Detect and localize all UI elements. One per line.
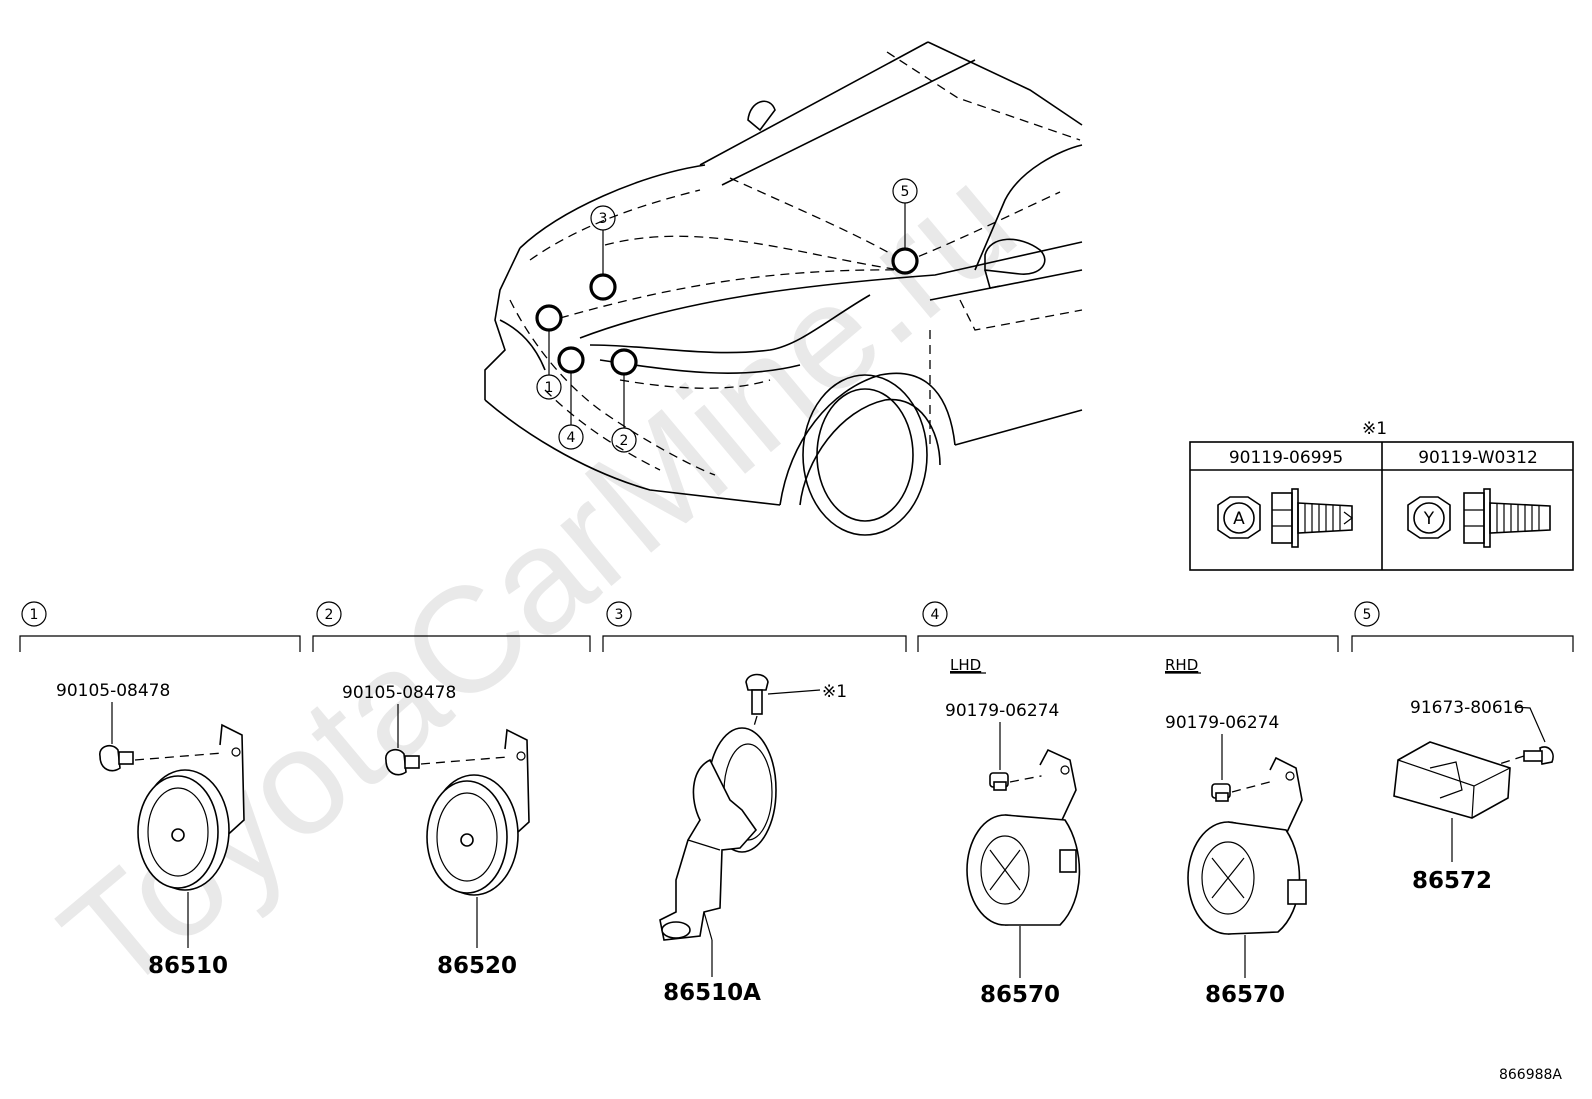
svg-text:5: 5 [1363, 607, 1372, 623]
group-header-4: 4 [917, 601, 1339, 652]
svg-text:5: 5 [901, 184, 910, 200]
callout-3: 3 [590, 205, 616, 231]
marker-1 [535, 304, 563, 332]
lhd-fastener-label: 90179-06274 [945, 701, 1059, 721]
lhd-header: LHD [950, 656, 981, 674]
group-2-horn: 90105-08478 86520 [342, 683, 530, 979]
svg-text:2: 2 [620, 433, 629, 449]
svg-text:1: 1 [30, 607, 39, 623]
svg-text:A: A [1233, 509, 1245, 529]
svg-text:4: 4 [567, 430, 576, 446]
group-header-5: 5 [1351, 601, 1574, 652]
car-outline [484, 41, 1083, 536]
callout-4: 4 [558, 424, 584, 450]
callout-5: 5 [892, 178, 918, 204]
part-number-86520: 86520 [437, 953, 517, 979]
group-1-horn: 90105-08478 86510 [56, 681, 245, 979]
bolt-a-icon: A [1217, 488, 1353, 548]
location-markers: 1 2 3 4 5 [535, 178, 919, 453]
group-header-3: 3 [602, 601, 907, 652]
group-5-fastener-label: 91673-80616 [1410, 698, 1524, 718]
callout-1: 1 [536, 374, 562, 400]
callout-2: 2 [611, 427, 637, 453]
table-note-mark: ※1 [1362, 419, 1387, 439]
nut-icon [989, 772, 1009, 791]
part-number-86510a: 86510A [663, 980, 761, 1006]
diagram-id: 866988A [1499, 1067, 1562, 1083]
svg-text:1: 1 [545, 380, 554, 396]
group-header-2: 2 [312, 601, 591, 652]
marker-2 [610, 348, 638, 376]
group-4-lhd: LHD 90179-06274 86570 [945, 656, 1081, 1008]
svg-text:4: 4 [931, 607, 940, 623]
bolt-y-icon: Y [1407, 488, 1551, 548]
group-header-1: 1 [19, 601, 301, 652]
fastener-table: ※1 90119-06995 90119-W0312 A Y [1189, 419, 1574, 571]
group-3-horn: ※1 86510A [659, 673, 847, 1006]
flange-bolt-icon [99, 744, 134, 772]
group-5-module: 91673-80616 86572 [1393, 698, 1554, 894]
svg-text:3: 3 [599, 211, 608, 227]
group-1-fastener-label: 90105-08478 [56, 681, 170, 701]
group-4-rhd: RHD 90179-06274 86570 [1165, 656, 1307, 1008]
part-number-86572: 86572 [1412, 868, 1492, 894]
group-2-fastener-label: 90105-08478 [342, 683, 456, 703]
rhd-fastener-label: 90179-06274 [1165, 713, 1279, 733]
control-module-icon [1393, 741, 1511, 819]
svg-text:3: 3 [615, 607, 624, 623]
marker-4 [557, 346, 585, 374]
table-part-no-2: 90119-W0312 [1418, 448, 1538, 468]
svg-text:Y: Y [1423, 509, 1435, 529]
marker-5 [891, 247, 919, 275]
nut-icon [1211, 783, 1231, 802]
marker-3 [589, 273, 617, 301]
part-number-86570-rhd: 86570 [1205, 982, 1285, 1008]
flange-bolt-icon [385, 748, 420, 776]
group-headers: 1 2 3 4 5 [19, 601, 1574, 652]
bolt-icon [1523, 746, 1554, 765]
group-3-fastener-note: ※1 [822, 682, 847, 702]
rhd-header: RHD [1165, 656, 1198, 674]
part-number-86570-lhd: 86570 [980, 982, 1060, 1008]
bolt-icon [745, 673, 769, 715]
part-number-86510: 86510 [148, 953, 228, 979]
svg-text:2: 2 [325, 607, 334, 623]
table-part-no-1: 90119-06995 [1229, 448, 1343, 468]
